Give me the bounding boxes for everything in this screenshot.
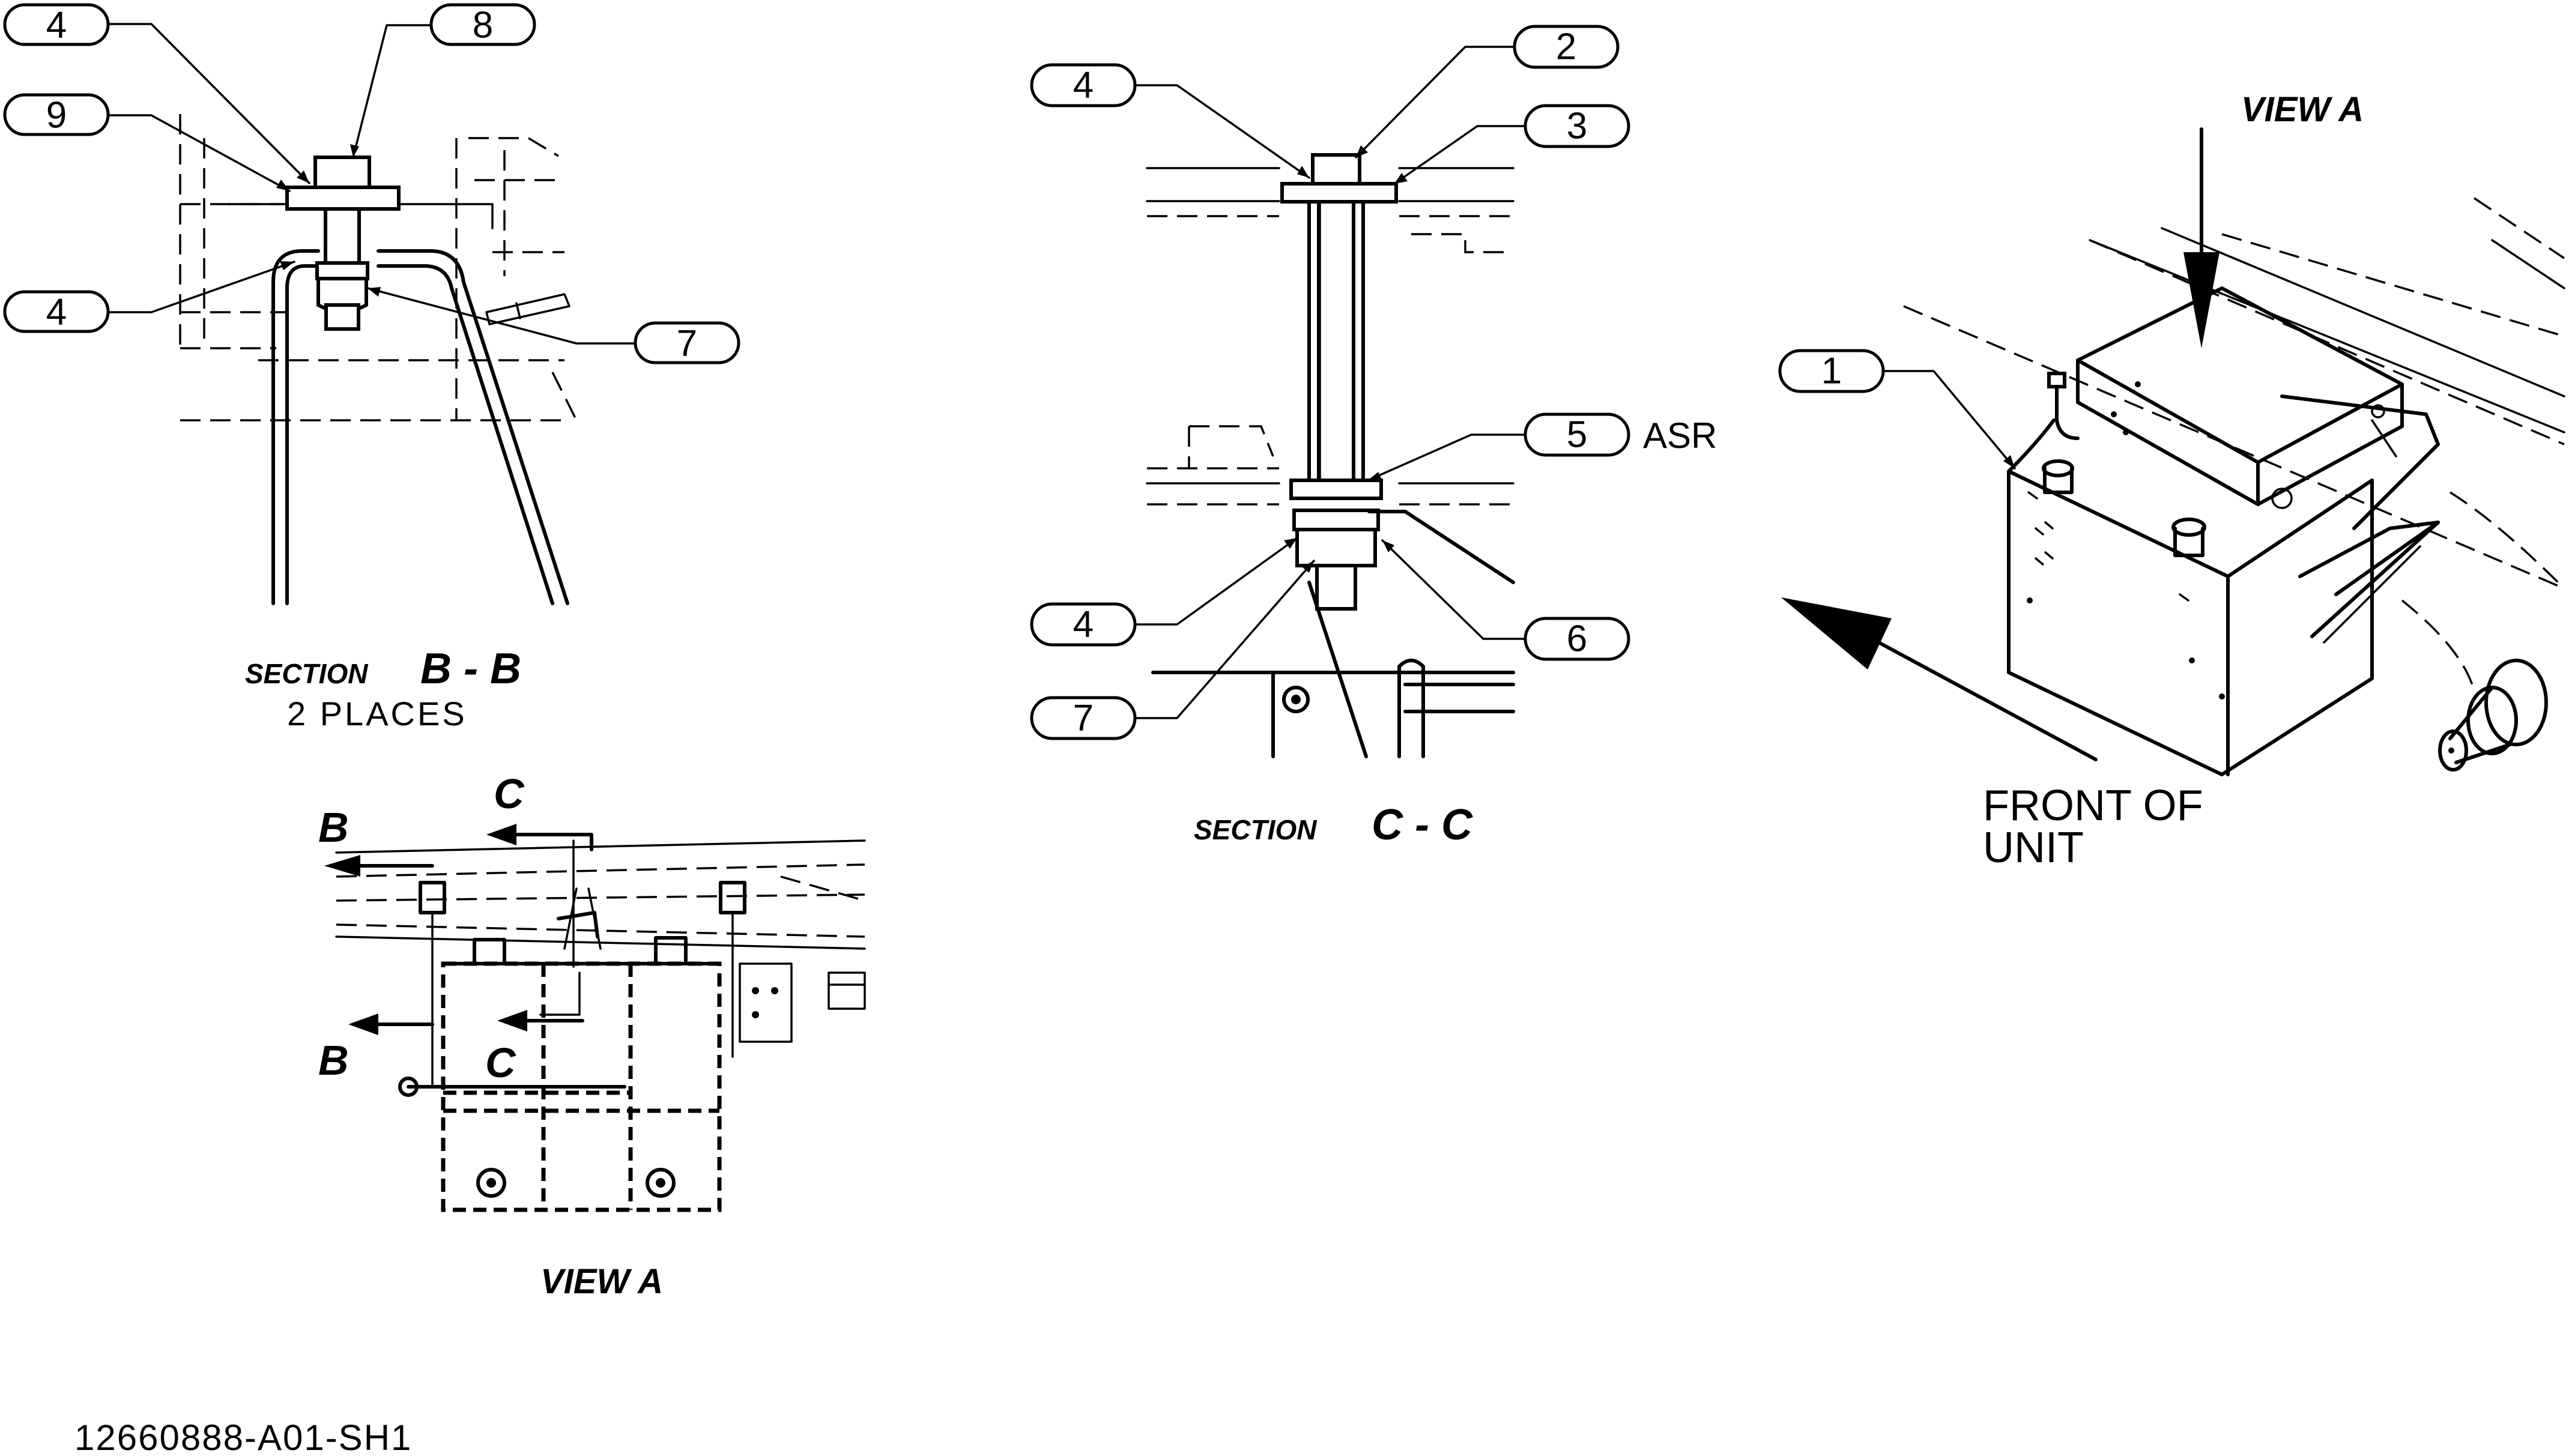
svg-text:4: 4 [46,5,67,46]
isometric-unit [1882,197,2565,776]
front-of-unit-arrow [1781,597,2098,761]
svg-text:3: 3 [1567,106,1587,147]
balloon-bb-4-low: 4 [3,290,110,333]
svg-text:2: 2 [1556,26,1576,68]
cut-marker-b-lower: B [318,1037,349,1084]
cut-marker-b-upper: B [318,804,349,851]
svg-text:8: 8 [473,5,493,46]
svg-text:4: 4 [1073,604,1094,645]
svg-text:9: 9 [46,95,67,136]
section-bb-detail [107,23,637,605]
balloon-view-a-1: 1 [1778,349,1885,393]
balloon-bb-7: 7 [634,321,740,364]
balloon-cc-4-low: 4 [1030,602,1137,647]
balloon-bb-9: 9 [3,93,110,136]
balloon-cc-4-top: 4 [1030,63,1137,107]
asr-note: ASR [1643,415,1717,456]
svg-text:1: 1 [1821,351,1842,392]
section-bb-title-prefix: SECTION [245,658,368,689]
section-cc-title-letters: C - C [1372,801,1473,849]
balloon-cc-3: 3 [1524,104,1630,148]
cut-marker-c-upper: C [494,770,525,817]
front-of-unit-note-line1: FRONT OF [1983,782,2203,830]
balloon-cc-6: 6 [1524,617,1630,661]
front-of-unit-note-line2: UNIT [1983,824,2084,872]
balloon-cc-7: 7 [1030,696,1137,740]
svg-text:6: 6 [1567,618,1587,660]
svg-text:5: 5 [1567,414,1587,456]
view-a-plan-detail [335,839,866,1212]
balloon-cc-5: 5 [1524,412,1630,457]
svg-text:4: 4 [46,292,67,333]
svg-text:7: 7 [677,323,697,364]
svg-text:7: 7 [1073,698,1094,739]
view-a-iso-title: VIEW A [2241,90,2364,129]
balloon-bb-8: 8 [429,3,536,46]
drawing-number: 12660888-A01-SH1 [74,1418,412,1456]
section-cc-title-prefix: SECTION [1194,814,1317,845]
view-a-plan-cut-markers [324,824,593,1035]
balloon-cc-2: 2 [1513,25,1620,69]
view-a-plan-title: VIEW A [540,1262,663,1301]
section-bb-title-letters: B - B [420,645,521,693]
svg-text:4: 4 [1073,65,1094,106]
section-bb-subtitle: 2 PLACES [287,695,467,733]
section-cc-detail [1134,46,1527,758]
cut-marker-c-lower: C [485,1039,516,1086]
balloon-bb-4-top: 4 [3,3,110,46]
